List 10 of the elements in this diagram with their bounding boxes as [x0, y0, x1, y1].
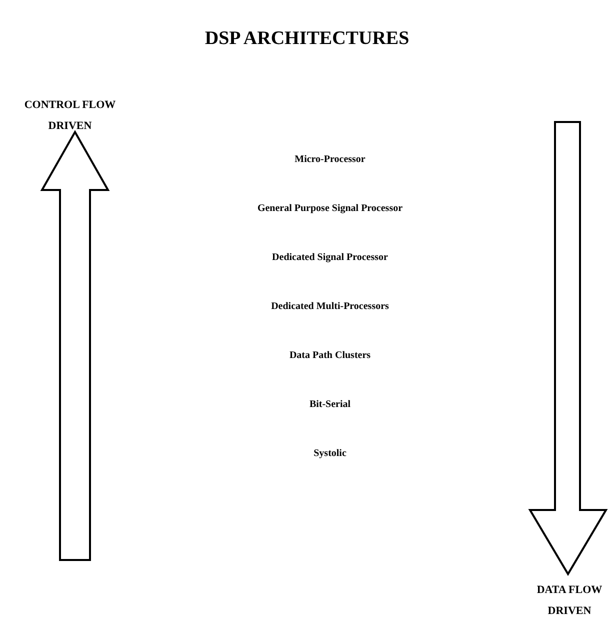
list-item: General Purpose Signal Processor [256, 202, 404, 216]
list-item: Systolic [312, 447, 348, 461]
list-item: Data Path Clusters [288, 349, 372, 363]
axis-label: DATA FLOW DRIVEN [536, 583, 604, 618]
list-item: Dedicated Multi-Processors [270, 300, 390, 314]
list-item: Bit-Serial [308, 398, 352, 412]
axis-label: CONTROL FLOW DRIVEN [23, 98, 117, 134]
list-item: Dedicated Signal Processor [271, 251, 389, 265]
list-item: Micro-Processor [294, 153, 366, 167]
title: DSP ARCHITECTURES [204, 28, 410, 50]
